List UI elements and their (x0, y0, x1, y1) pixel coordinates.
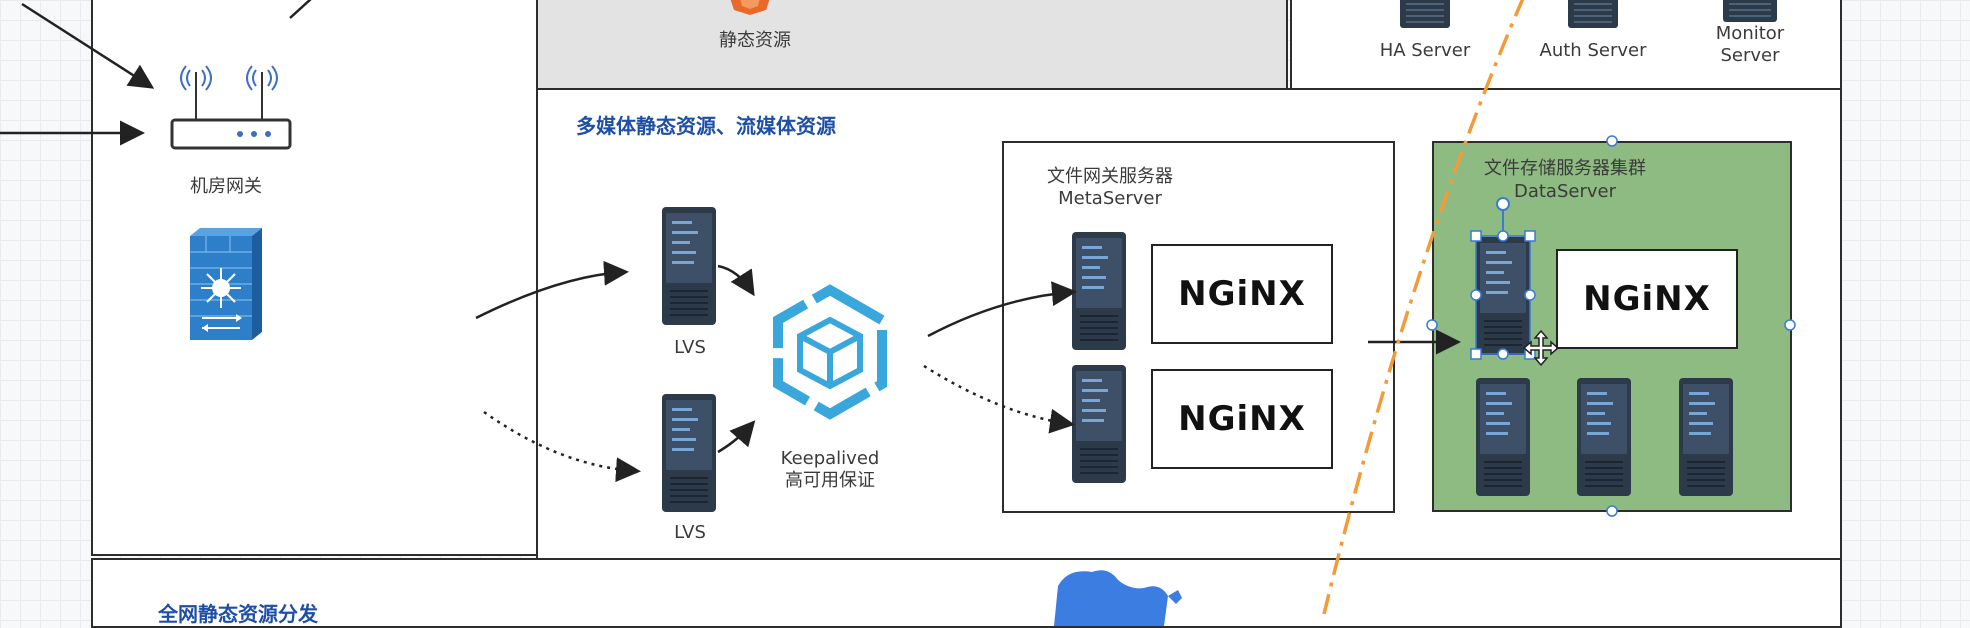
cluster-selection-handles[interactable] (1422, 131, 1802, 521)
monitor-server-label: Monitor Server (1715, 23, 1785, 66)
meta-server-icon (1072, 365, 1126, 483)
lvs-top-label: LVS (674, 337, 706, 358)
nginx-text: NGiNX (1178, 274, 1306, 314)
cdn-title: 全网静态资源分发 (158, 602, 318, 626)
selection-handles[interactable] (1462, 196, 1542, 366)
server-icon (1568, 0, 1618, 28)
keepalived-label-1: Keepalived (780, 448, 880, 469)
nginx-text: NGiNX (1178, 399, 1306, 439)
auth-server-label: Auth Server (1539, 40, 1647, 61)
meta-server-title-2: MetaServer (1058, 188, 1162, 209)
keepalived-icon (773, 284, 887, 420)
multimedia-title: 多媒体静态资源、流媒体资源 (576, 114, 836, 138)
firewall-icon (190, 228, 262, 340)
incoming-arrows (0, 0, 312, 146)
nginx-text: NGiNX (1583, 279, 1711, 319)
data-server-icon (1476, 378, 1530, 496)
meta-server-title-1: 文件网关服务器 (1047, 166, 1173, 187)
gateway-label: 机房网关 (190, 176, 262, 197)
keepalived-label-2: 高可用保证 (785, 470, 875, 491)
data-server-title-1: 文件存储服务器集群 (1484, 158, 1646, 179)
move-cursor-icon (1522, 329, 1560, 367)
data-server-icon (1679, 378, 1733, 496)
data-server-icon (1577, 378, 1631, 496)
meta-server-icon (1072, 232, 1126, 350)
html-resource-icon (730, 0, 770, 15)
server-icon (1400, 0, 1450, 28)
lvs-bottom-label: LVS (674, 522, 706, 543)
router-icon (170, 65, 292, 150)
data-server-title-2: DataServer (1513, 181, 1616, 202)
left-panel (91, 0, 538, 556)
nginx-logo-1: NGiNX (1151, 244, 1333, 344)
nginx-logo-2: NGiNX (1151, 369, 1333, 469)
connector-arrows (475, 0, 1525, 615)
lvs-server-icon (662, 207, 716, 325)
static-resource-panel (536, 0, 1288, 90)
nginx-logo-3: NGiNX (1556, 249, 1738, 349)
server-icon (1723, 0, 1777, 22)
data-server-icon (1476, 237, 1530, 355)
lvs-server-icon (662, 394, 716, 512)
ha-server-label: HA Server (1379, 40, 1471, 61)
map-icon (1054, 570, 1182, 626)
static-resource-label: 静态资源 (719, 30, 791, 51)
